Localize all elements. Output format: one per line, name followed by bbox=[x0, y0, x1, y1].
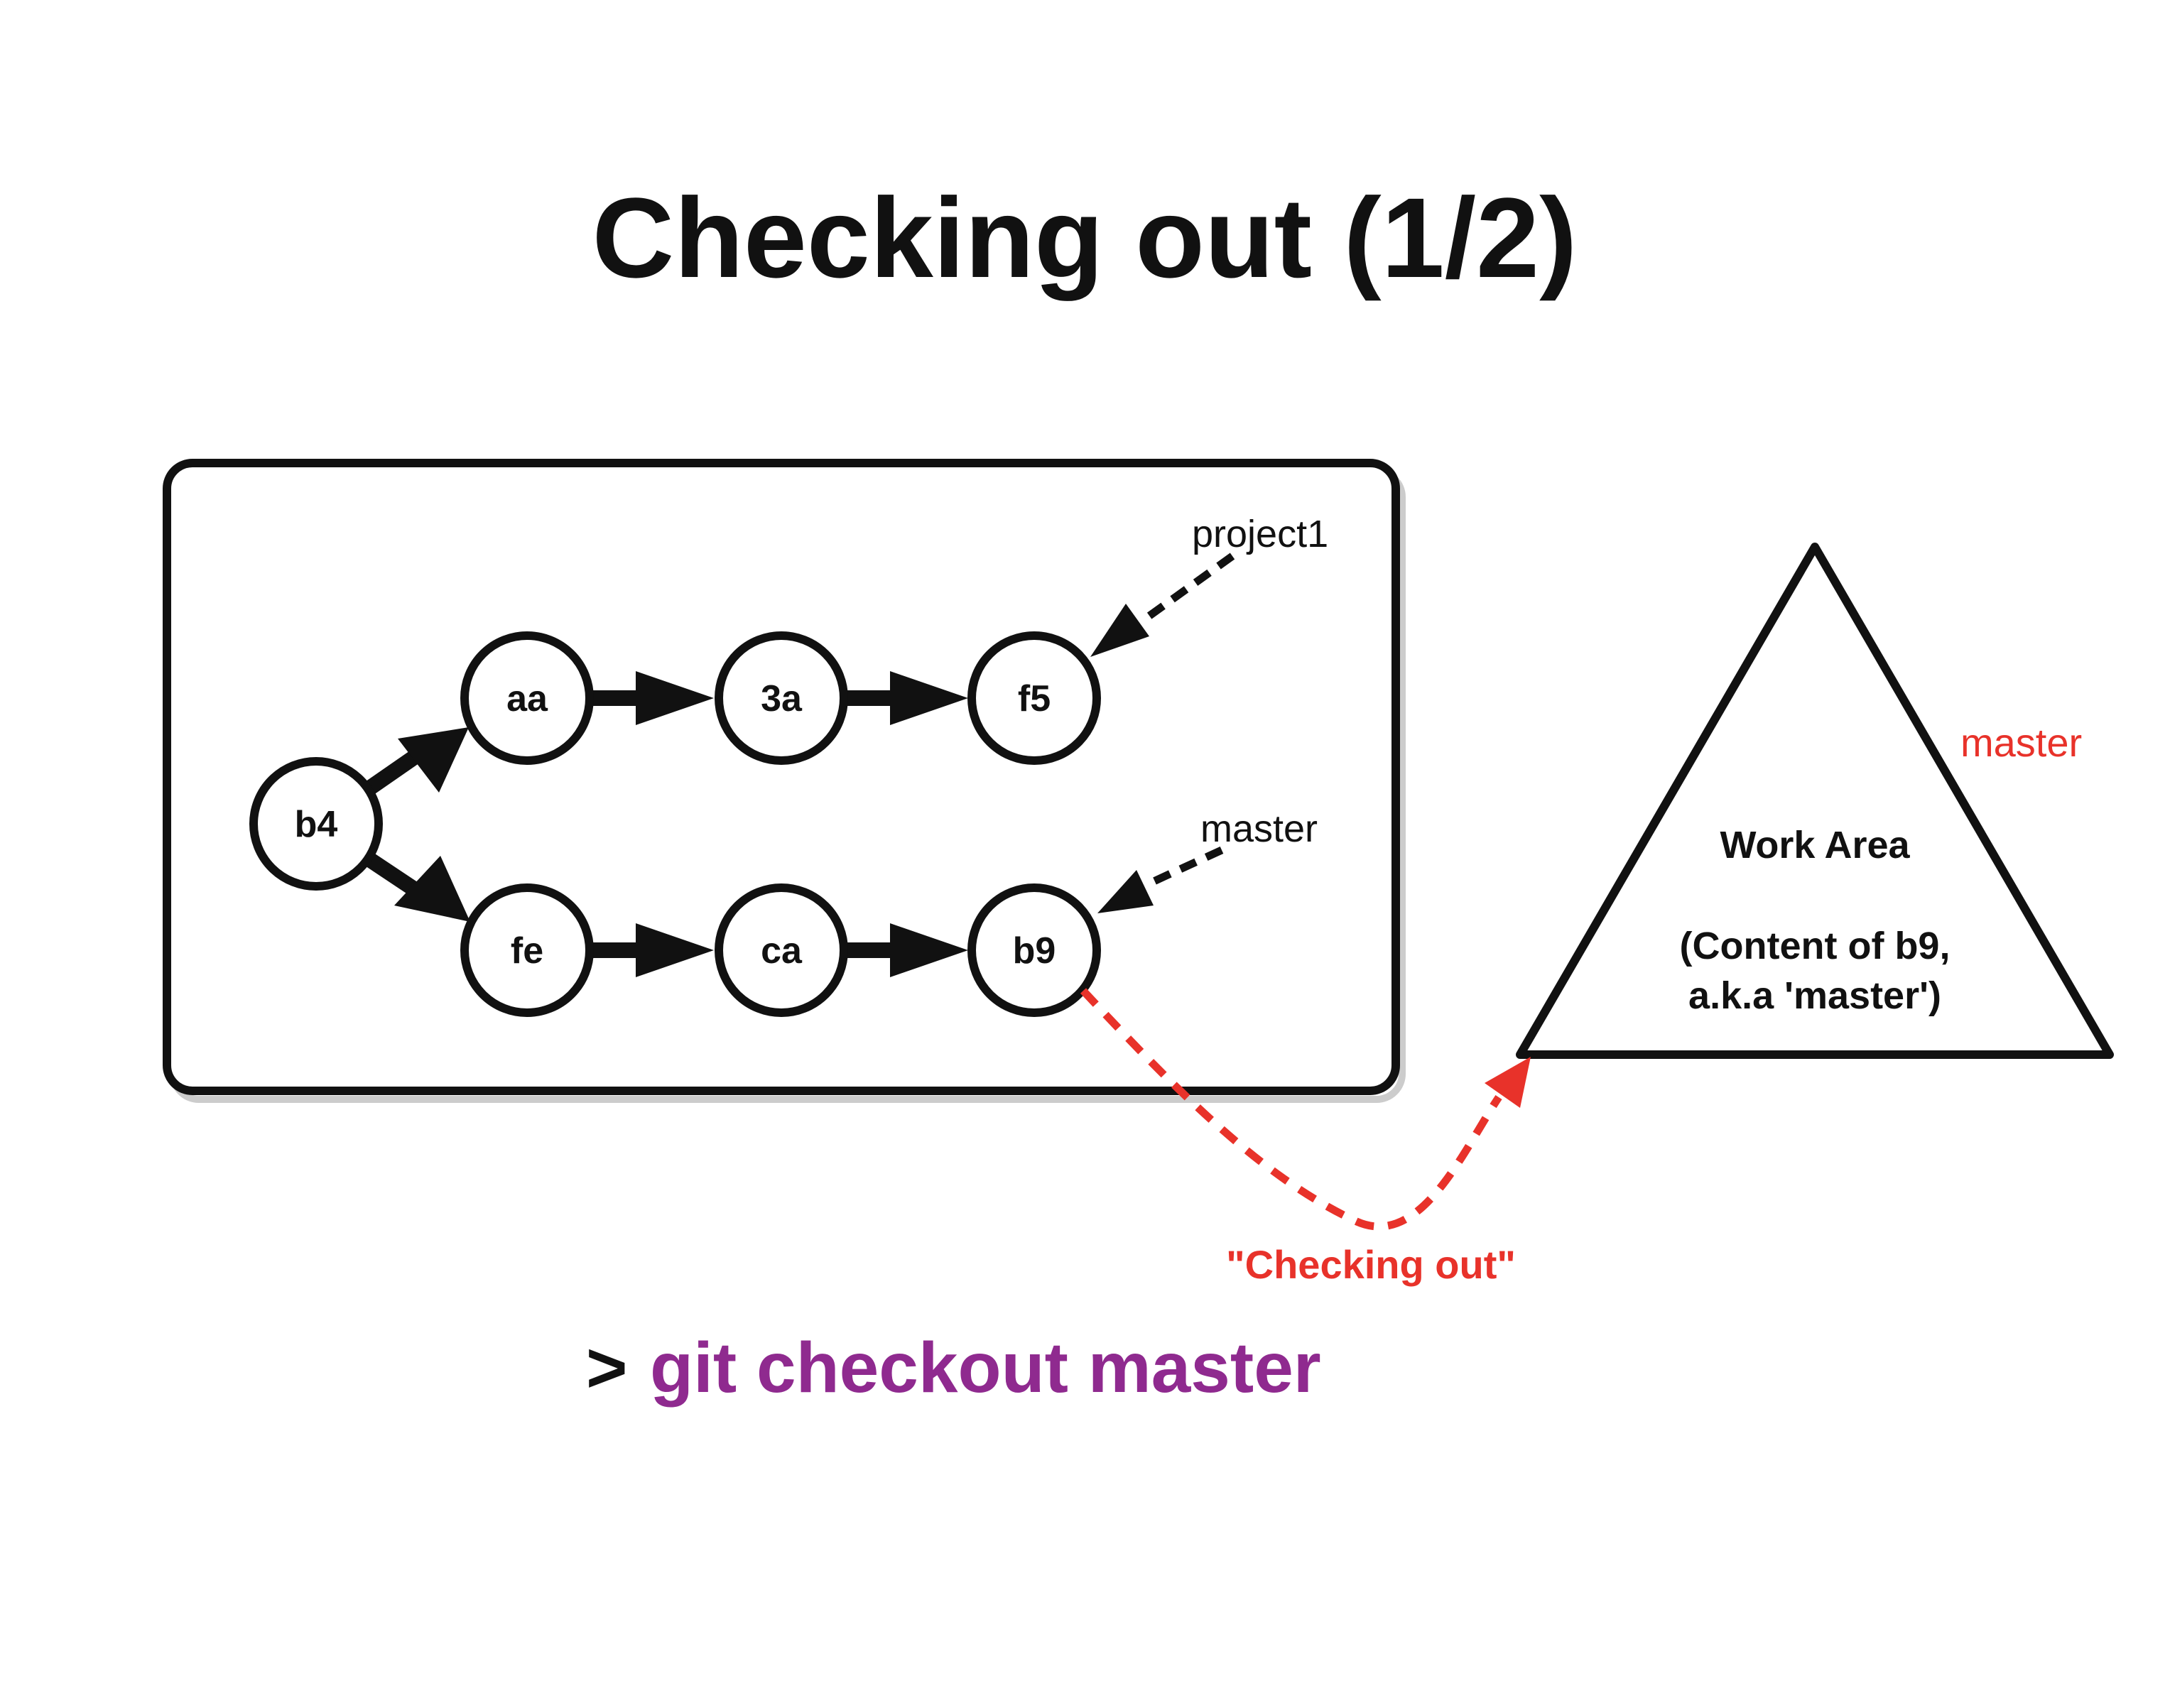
commit-node-b4: b4 bbox=[249, 757, 383, 891]
page-title: Checking out (1/2) bbox=[592, 174, 1578, 301]
arrowhead-3a-f5 bbox=[890, 671, 968, 725]
ref-pointer-project1 bbox=[1141, 553, 1235, 624]
work-area-shape bbox=[1516, 543, 2114, 1059]
ref-arrowhead-master bbox=[1097, 870, 1154, 913]
commit-node-aa: aa bbox=[460, 631, 594, 765]
arrowhead-aa-3a bbox=[636, 671, 714, 725]
commit-label: b9 bbox=[1013, 930, 1056, 972]
commit-label: fe bbox=[511, 930, 543, 972]
commit-node-fe: fe bbox=[460, 883, 594, 1017]
commit-label: aa bbox=[506, 678, 548, 719]
commit-node-f5: f5 bbox=[967, 631, 1101, 765]
commit-node-ca: ca bbox=[715, 883, 848, 1017]
command-prompt: > bbox=[586, 1328, 627, 1408]
command-text: git checkout master bbox=[650, 1328, 1321, 1408]
commit-label: ca bbox=[761, 930, 803, 972]
checkout-label: "Checking out" bbox=[1226, 1242, 1516, 1287]
work-area-content-line2: a.k.a 'master') bbox=[1688, 974, 1941, 1017]
work-area-title: Work Area bbox=[1720, 824, 1910, 866]
commit-label: f5 bbox=[1018, 678, 1051, 719]
commit-node-b9: b9 bbox=[967, 883, 1101, 1017]
arrowhead-b4-aa bbox=[398, 727, 469, 793]
ref-arrowhead-project1 bbox=[1090, 604, 1149, 657]
ref-label-master: master bbox=[1200, 807, 1318, 850]
commit-edges bbox=[364, 671, 968, 977]
commit-label: 3a bbox=[761, 678, 803, 719]
ref-label-project1: project1 bbox=[1192, 513, 1328, 555]
commit-label: b4 bbox=[295, 804, 338, 845]
arrowhead-b4-fe bbox=[394, 856, 470, 922]
checkout-arrowhead bbox=[1485, 1057, 1531, 1108]
commit-node-3a: 3a bbox=[715, 631, 848, 765]
arrowhead-ca-b9 bbox=[890, 923, 968, 977]
ref-pointer-master bbox=[1149, 847, 1224, 886]
work-area-content-line1: (Content of b9, bbox=[1680, 925, 1951, 967]
work-area-branch-label: master bbox=[1960, 720, 2082, 765]
arrowhead-fe-ca bbox=[636, 923, 714, 977]
